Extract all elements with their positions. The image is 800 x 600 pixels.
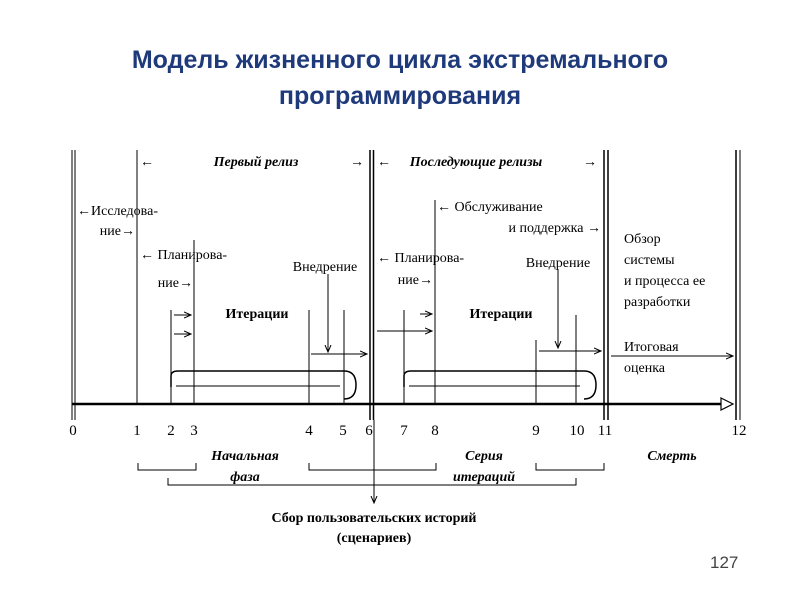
iteration-series-label-2: итераций [453,470,515,485]
timeline-arrowhead [720,397,735,411]
review-label-1: Обзор [624,232,661,247]
tick-number: 3 [190,423,198,439]
planning2-label-1: ← Планирова- [377,251,464,266]
iteration-series-label-1: Серия [465,449,503,464]
later-releases-right-arrow: → [583,155,597,170]
tick-lines [170,200,577,405]
final-label-2: оценка [624,361,666,376]
initial-phase-label-2: фаза [230,470,259,485]
tick-number: 4 [305,423,313,439]
initial-phase-label-1: Начальная [210,449,279,464]
maintenance-label-2: и поддержка → [508,221,601,236]
phase-boundaries [71,150,741,420]
arrows [174,270,733,356]
tick-number: 8 [431,423,439,439]
tick-numbers: 0 1 2 3 4 5 6 7 8 9 10 11 12 [69,423,746,439]
death-label: Смерть [647,449,696,464]
iteration-loop-1 [170,370,357,400]
page-number: 127 [710,553,739,572]
deployment-label-1: Внедрение [293,260,357,275]
iterations-label-1: Итерации [226,307,289,322]
tick-number: 7 [400,423,408,439]
bracket-stories [167,478,577,486]
first-release-right-arrow: → [350,155,364,170]
iterations-label-2: Итерации [470,307,533,322]
later-releases-left-arrow: ← [377,155,391,170]
bracket-initial-phase [137,463,197,471]
tick-number: 12 [732,423,747,439]
stories-label-1: Сбор пользовательских историй [271,511,476,526]
first-release-left-arrow: ← [140,155,154,170]
title-line-2: программирования [278,82,522,110]
review-label-3: и процесса ее [624,274,705,289]
review-label-2: системы [624,253,675,268]
maintenance-label-1: ← Обслуживание [437,200,543,215]
tick-number: 11 [598,423,612,439]
deployment-label-2: Внедрение [526,256,590,271]
stories-label-2: (сценариев) [337,531,412,546]
planning-label-2: ние→ [158,276,193,291]
later-releases-label: Последующие релизы [409,155,543,170]
tick-number: 6 [365,423,373,439]
tick-number: 9 [532,423,540,439]
bracket-deploy2 [535,463,605,471]
review-label-4: разработки [624,295,691,310]
tick-number: 0 [69,423,77,439]
planning-label-1: ← Планирова- [140,248,227,263]
tick-number: 10 [570,423,585,439]
final-label-1: Итоговая [624,340,679,355]
research-label-1: ←Исследова- [77,204,158,219]
slide-title: Модель жизненного цикла экстремального п… [0,42,800,114]
tick-number: 1 [133,423,141,439]
tick-number: 5 [339,423,347,439]
bracket-iteration-series [308,463,437,471]
iteration-loop-2 [403,370,597,400]
title-line-1: Модель жизненного цикла экстремального [131,46,669,74]
first-release-label: Первый релиз [213,155,299,170]
research-label-2: ние→ [100,224,135,239]
brackets [137,420,605,503]
tick-number: 2 [167,423,175,439]
planning2-label-2: ние→ [398,273,433,288]
